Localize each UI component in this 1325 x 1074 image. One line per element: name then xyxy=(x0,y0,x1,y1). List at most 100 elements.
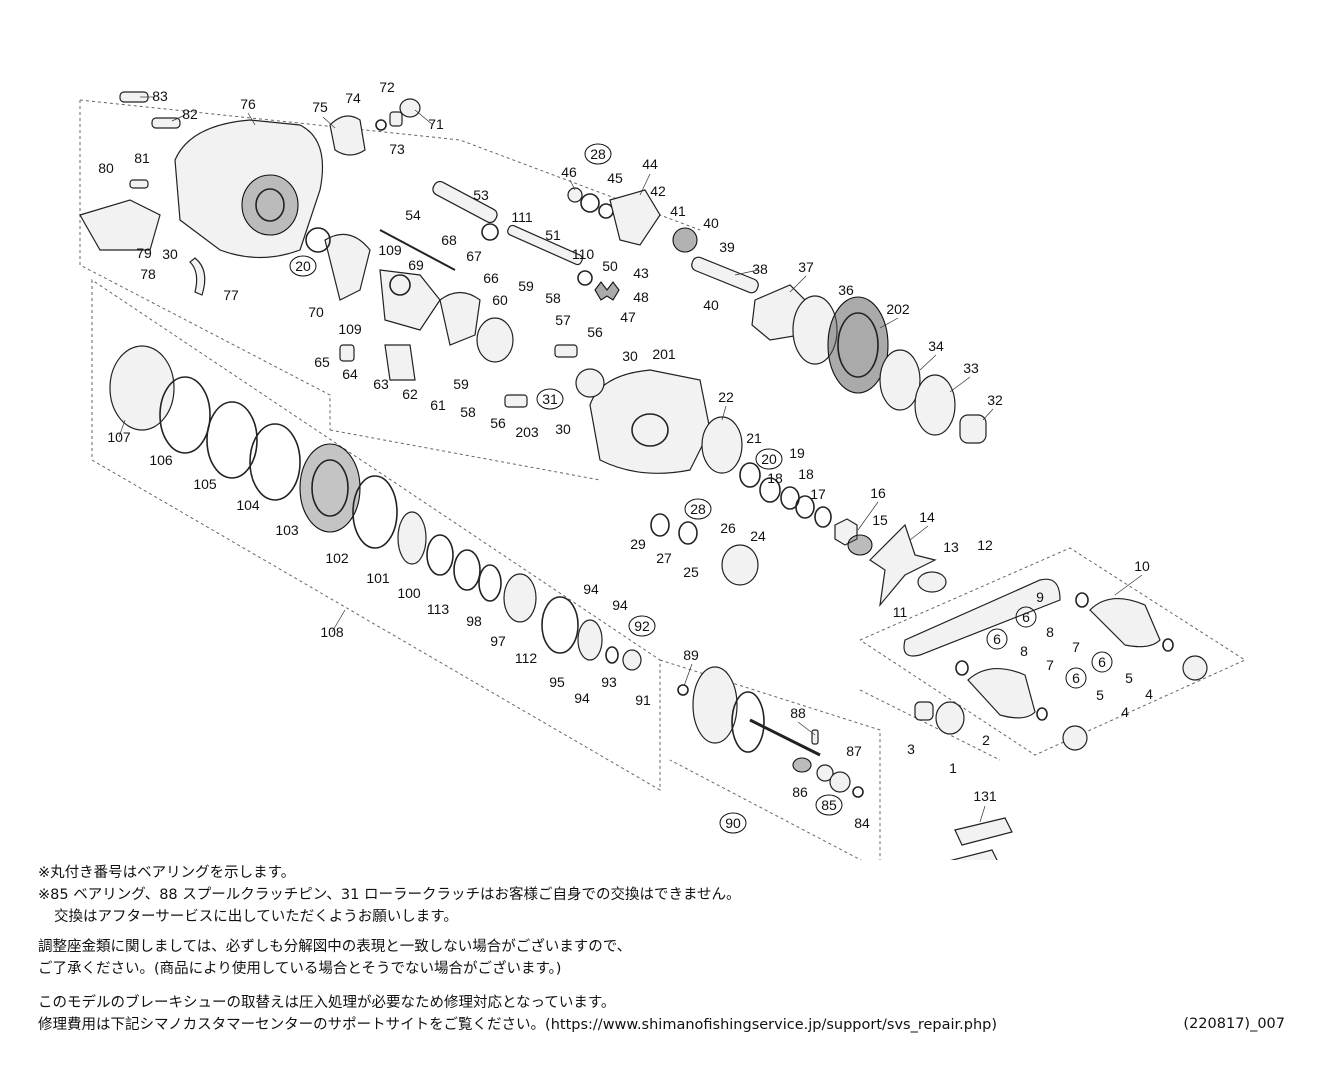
bearing-circle-marker xyxy=(684,498,712,520)
part-number: 8 xyxy=(1020,643,1028,659)
part-shapes xyxy=(79,91,1208,860)
part-number: 18 xyxy=(798,466,814,482)
part-number: 93 xyxy=(601,674,617,690)
leader-lines xyxy=(118,96,1143,823)
bearing-part-number: 6 xyxy=(1098,654,1106,670)
part-number: 104 xyxy=(236,497,260,513)
part-number: 73 xyxy=(389,141,405,157)
part-number: 100 xyxy=(397,585,421,601)
bearing-part-number: 6 xyxy=(993,631,1001,647)
part-number: 53 xyxy=(473,187,489,203)
bearing-part-number: 20 xyxy=(761,451,777,467)
part-number: 30 xyxy=(162,246,178,262)
bearing-circle-marker xyxy=(289,255,317,277)
part-number: 109 xyxy=(338,321,362,337)
part-number: 108 xyxy=(320,624,344,640)
bearing-circle-marker xyxy=(1091,651,1113,673)
note-after-service: 交換はアフターサービスに出していただくようお願いします。 xyxy=(54,909,458,925)
note-washers-usage: ご了承ください。(商品により使用している場合とそうでない場合がございます。) xyxy=(38,961,562,977)
part-number: 26 xyxy=(720,520,736,536)
part-number: 75 xyxy=(312,99,328,115)
part-number: 3 xyxy=(907,741,915,757)
bearing-part-number: 28 xyxy=(590,146,606,162)
part-number: 65 xyxy=(314,354,330,370)
part-number: 63 xyxy=(373,376,389,392)
part-number: 110 xyxy=(572,246,595,262)
part-number: 41 xyxy=(670,203,686,219)
part-number: 33 xyxy=(963,360,979,376)
bearing-part-number: 31 xyxy=(542,391,558,407)
part-number: 45 xyxy=(607,170,623,186)
part-number: 94 xyxy=(583,581,599,597)
part-number: 83 xyxy=(152,88,168,104)
part-number: 47 xyxy=(620,309,636,325)
part-number: 18 xyxy=(767,470,783,486)
part-number: 36 xyxy=(838,282,854,298)
part-number: 94 xyxy=(574,690,590,706)
exploded-parts-diagram: 8382767574727173818079783077462845444241… xyxy=(79,79,1247,860)
part-number: 14 xyxy=(919,509,935,525)
part-number: 70 xyxy=(308,304,324,320)
part-number: 17 xyxy=(810,486,826,502)
part-number: 40 xyxy=(703,297,719,313)
part-number: 54 xyxy=(405,207,421,223)
washer-note-block: 調整座金類に関しましては、必ずしも分解図中の表現と一致しない場合がございますので… xyxy=(38,936,631,980)
part-number: 21 xyxy=(746,430,762,446)
part-number: 8 xyxy=(1046,624,1054,640)
part-number: 91 xyxy=(635,692,651,708)
part-number: 5 xyxy=(1125,670,1133,686)
bearing-circle-marker xyxy=(536,388,564,410)
part-number: 56 xyxy=(490,415,506,431)
part-number: 25 xyxy=(683,564,699,580)
part-number: 202 xyxy=(886,301,910,317)
part-number: 57 xyxy=(555,312,571,328)
part-number: 58 xyxy=(460,404,476,420)
part-number: 12 xyxy=(977,537,993,553)
part-number: 60 xyxy=(492,292,508,308)
part-number: 50 xyxy=(602,258,618,274)
part-number: 39 xyxy=(719,239,735,255)
part-number: 98 xyxy=(466,613,482,629)
part-number: 87 xyxy=(846,743,862,759)
part-number: 107 xyxy=(107,429,131,445)
part-number: 94 xyxy=(612,597,628,613)
part-number: 79 xyxy=(136,245,152,261)
part-number: 24 xyxy=(750,528,766,544)
part-number: 7 xyxy=(1072,639,1080,655)
part-number: 77 xyxy=(223,287,239,303)
brake-note-block: このモデルのブレーキシューの取替えは圧入処理が必要なため修理対応となっています。… xyxy=(38,992,997,1036)
part-number: 40 xyxy=(703,215,719,231)
part-number: 27 xyxy=(656,550,672,566)
part-number: 34 xyxy=(928,338,944,354)
part-number: 58 xyxy=(545,290,561,306)
part-number: 9 xyxy=(1036,589,1044,605)
part-number: 89 xyxy=(683,647,699,663)
part-number: 59 xyxy=(453,376,469,392)
diagram-code: (220817)_007 xyxy=(1183,1016,1285,1032)
bearing-part-number: 85 xyxy=(821,797,837,813)
bearing-part-number: 6 xyxy=(1072,670,1080,686)
part-number: 10 xyxy=(1134,558,1150,574)
part-number: 131 xyxy=(973,788,997,804)
note-bearing: ※丸付き番号はベアリングを示します。 xyxy=(38,865,296,881)
part-number: 97 xyxy=(490,633,506,649)
part-number: 19 xyxy=(789,445,805,461)
part-number: 51 xyxy=(545,227,561,243)
part-number: 101 xyxy=(366,570,390,586)
part-number: 84 xyxy=(854,815,870,831)
part-number: 109 xyxy=(378,242,402,258)
bearing-circle-marker xyxy=(1015,606,1037,628)
part-number: 203 xyxy=(515,424,539,440)
part-number: 81 xyxy=(134,150,150,166)
part-number: 95 xyxy=(549,674,565,690)
part-number: 78 xyxy=(140,266,156,282)
part-number: 46 xyxy=(561,164,577,180)
part-number: 74 xyxy=(345,90,361,106)
bearing-part-number: 28 xyxy=(690,501,706,517)
part-number: 61 xyxy=(430,397,446,413)
bearing-circle-marker xyxy=(628,615,656,637)
note-repair-cost: 修理費用は下記シマノカスタマーセンターのサポートサイトをご覧ください。(http… xyxy=(38,1017,998,1033)
part-number: 22 xyxy=(718,389,734,405)
note-washers: 調整座金類に関しましては、必ずしも分解図中の表現と一致しない場合がございますので… xyxy=(38,939,632,955)
part-number: 4 xyxy=(1145,686,1153,702)
